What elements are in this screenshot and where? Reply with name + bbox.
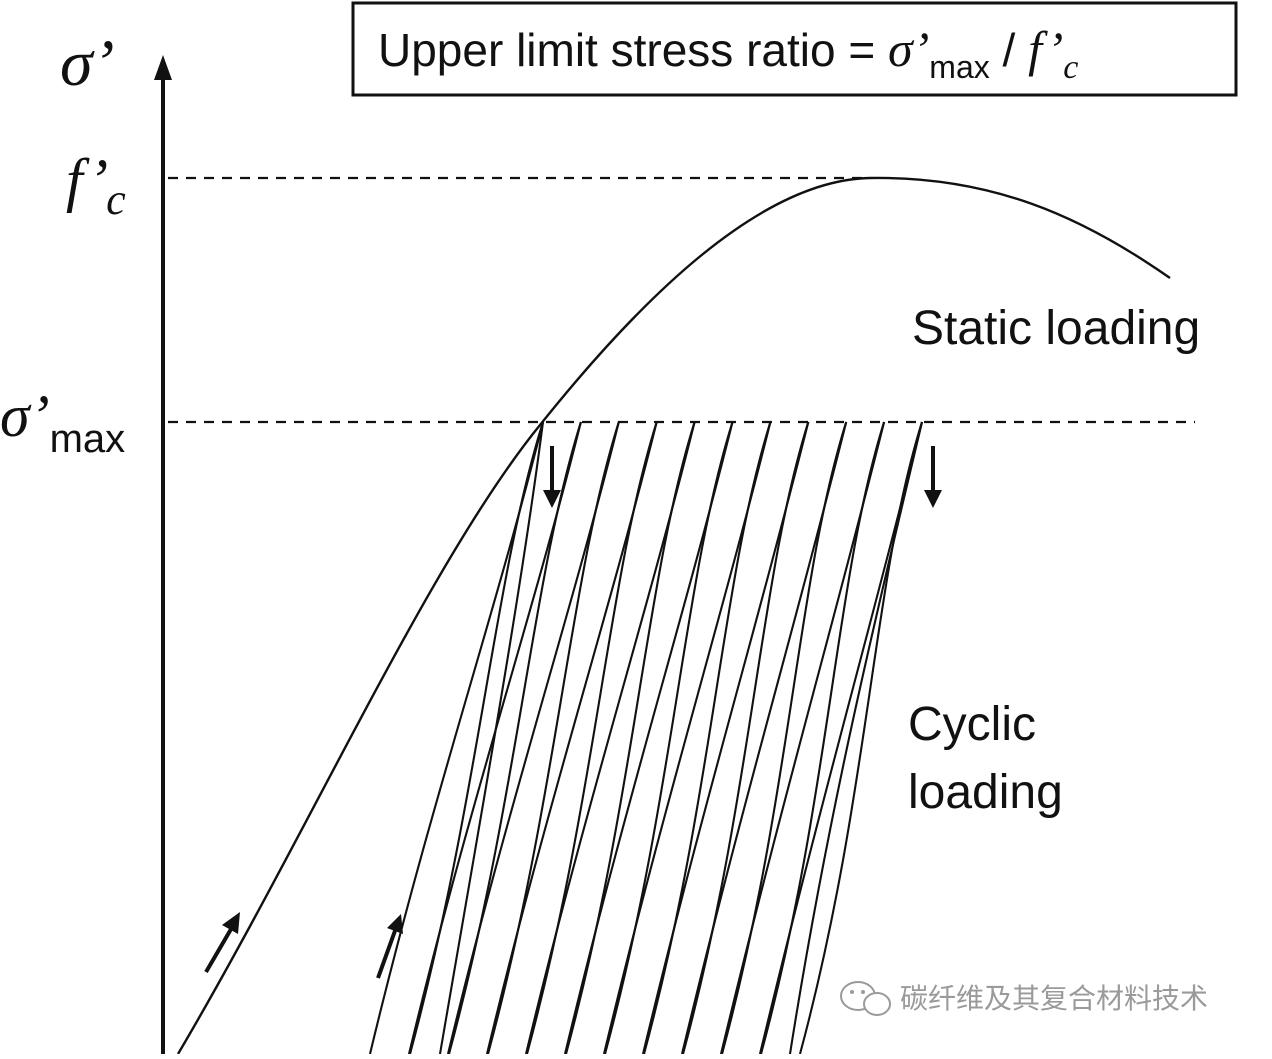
title-text: Upper limit stress ratio = σ’max / f’c bbox=[378, 21, 1078, 86]
wechat-logo-icon bbox=[840, 981, 891, 1016]
loading-arrow-static bbox=[204, 912, 240, 974]
sigma-max-label: σ’max bbox=[0, 383, 125, 461]
static-loading-label: Static loading bbox=[912, 302, 1200, 355]
unloading-curve bbox=[486, 421, 620, 1055]
unloading-arrow-first bbox=[543, 446, 561, 508]
unloading-curve bbox=[603, 421, 734, 1055]
unloading-curve bbox=[564, 421, 696, 1055]
cyclic-loading-loops bbox=[368, 421, 924, 1055]
y-axis-label: σ’ bbox=[60, 27, 115, 100]
cyclic-envelope-curve bbox=[788, 421, 924, 1055]
unloading-curve bbox=[447, 421, 582, 1055]
unloading-arrow-last bbox=[924, 446, 942, 508]
watermark-text: 碳纤维及其复合材料技术 bbox=[900, 982, 1208, 1015]
fc-label: f’c bbox=[66, 147, 126, 224]
cyclic-loading-label-line1: Cyclic bbox=[908, 698, 1036, 751]
watermark: 碳纤维及其复合材料技术 bbox=[840, 981, 1208, 1016]
static-loading-curve bbox=[176, 176, 1171, 1055]
cyclic-loading-label-line2: loading bbox=[908, 766, 1063, 819]
title-box bbox=[351, 1, 1238, 97]
first-unloading-curve bbox=[438, 421, 545, 1055]
unloading-curve bbox=[798, 421, 924, 1055]
y-axis-arrowhead bbox=[154, 55, 172, 80]
loading-arrow-cyclic bbox=[376, 914, 403, 979]
unloading-curve bbox=[525, 421, 658, 1055]
